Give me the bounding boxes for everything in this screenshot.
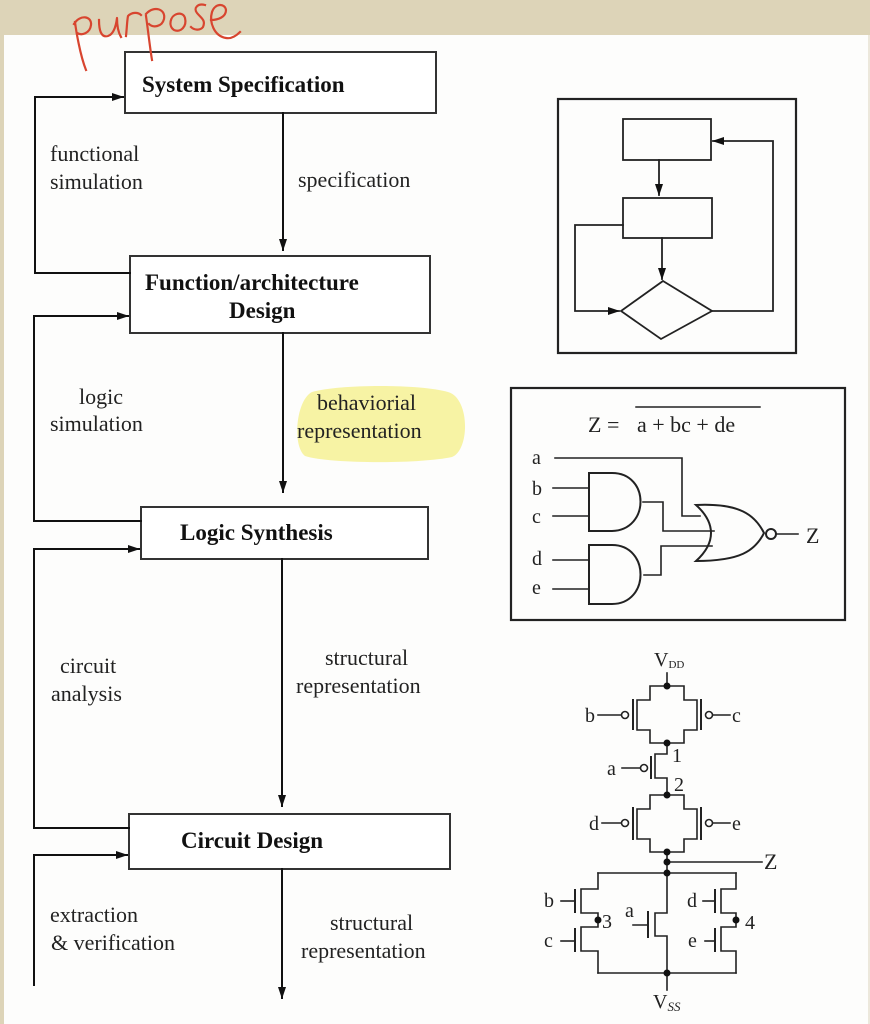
box-function-architecture-design: Function/architecture Design [129, 255, 431, 334]
flowchart-decision [619, 279, 714, 341]
logic-gate-diagram: Z = a + bc + de a b c d e Z [509, 386, 847, 622]
handwritten-purpose-note [72, 3, 242, 72]
nmos-gate-b: b [544, 890, 554, 912]
node-2: 2 [674, 774, 684, 796]
flowchart-frame [556, 97, 798, 355]
output-z: Z [806, 523, 819, 548]
equation-lhs: Z = [588, 412, 619, 437]
flowchart-process-2 [622, 197, 713, 239]
wire-and1-out [642, 501, 715, 532]
label-simulation-2: simulation [50, 411, 143, 436]
feedback-arrow-3 [33, 545, 140, 829]
flowchart-loop-left [574, 224, 624, 315]
node-4: 4 [745, 912, 755, 934]
nmos-gate-e: e [688, 930, 697, 952]
flowchart-loop-right [711, 137, 774, 312]
z-output-label: Z [764, 849, 777, 874]
label-behaviorial: behaviorial [317, 390, 416, 415]
nmos-gate-d: d [687, 890, 697, 912]
flowchart-process-1 [622, 118, 712, 161]
pmos-gate-b: b [585, 705, 595, 727]
nmos-gate-a: a [625, 900, 634, 922]
vdd-label: VDD [654, 649, 684, 671]
label-analysis: analysis [51, 681, 122, 706]
gate-frame [509, 386, 847, 622]
nmos-gate-c: c [544, 930, 553, 952]
input-a: a [532, 447, 541, 469]
page-edge [868, 35, 870, 1024]
box-label: Logic Synthesis [180, 520, 333, 545]
box-label-line2: Design [229, 298, 296, 323]
pmos-gate-d: d [589, 813, 599, 835]
highlight-mark [297, 386, 466, 463]
label-specification: specification [298, 167, 410, 192]
cmos-transistor-diagram: VDD VSS Z [544, 649, 777, 1014]
box-label: System Specification [142, 72, 345, 97]
and-gate-bc [588, 472, 642, 532]
node-1: 1 [672, 745, 682, 767]
label-structural-1: structural [325, 645, 408, 670]
box-circuit-design: Circuit Design [128, 813, 451, 870]
pmos-gate-a: a [607, 758, 616, 780]
label-structural-2: structural [330, 910, 413, 935]
node-3: 3 [602, 911, 612, 933]
label-functional: functional [50, 141, 139, 166]
pmos-gate-c: c [732, 705, 741, 727]
input-d: d [532, 548, 542, 570]
label-representation-1: representation [297, 418, 422, 443]
box-logic-synthesis: Logic Synthesis [140, 506, 429, 560]
box-label: Circuit Design [181, 828, 323, 853]
label-circuit: circuit [60, 653, 116, 678]
input-c: c [532, 506, 541, 528]
vss-label: VSS [653, 991, 681, 1014]
equation-rhs: a + bc + de [637, 412, 735, 437]
label-extraction: extraction [50, 902, 138, 927]
pmos-gate-e: e [732, 813, 741, 835]
box-label-line1: Function/architecture [145, 270, 359, 295]
nor-gate [693, 503, 766, 563]
flowchart-icon-diagram [556, 97, 798, 355]
nor-bubble [765, 528, 777, 540]
label-verification: & verification [51, 930, 175, 955]
input-b: b [532, 478, 542, 500]
label-simulation-1: simulation [50, 169, 143, 194]
feedback-arrow-2 [33, 312, 142, 522]
label-logic: logic [79, 384, 123, 409]
label-representation-2: representation [296, 673, 421, 698]
wire-and2-out [643, 545, 713, 576]
input-e: e [532, 577, 541, 599]
feedback-arrow-1 [34, 93, 131, 274]
label-representation-3: representation [301, 938, 426, 963]
and-gate-de [588, 544, 642, 605]
feedback-arrow-4 [33, 851, 128, 986]
wire-a [554, 457, 701, 517]
box-system-specification: System Specification [124, 51, 437, 114]
